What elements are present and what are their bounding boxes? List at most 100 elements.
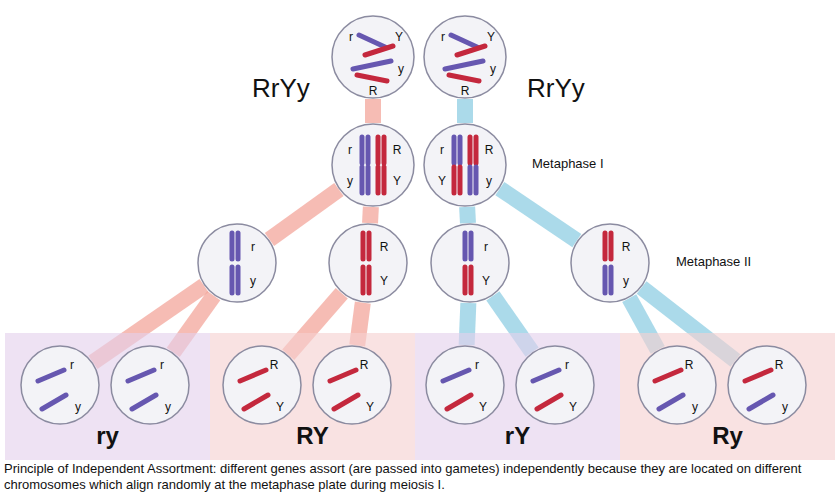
allele-label: R: [393, 144, 402, 156]
allele-label: r: [349, 31, 353, 43]
allele-label: y: [75, 401, 81, 413]
gamete-genotype: rY: [505, 424, 530, 448]
cell-outline: [425, 345, 505, 425]
chromosome: [463, 267, 468, 293]
figure-caption: Principle of Independent Assortment: dif…: [4, 461, 838, 492]
cell-circle: Ry: [637, 345, 717, 425]
allele-label: y: [486, 175, 492, 187]
gamete-band: RyRyRy: [620, 333, 835, 460]
chromosome: [609, 233, 614, 259]
chromosome: [749, 395, 773, 409]
allele-label: r: [70, 359, 74, 371]
chromosome: [452, 137, 457, 163]
chromosome: [360, 137, 365, 163]
chromosome: [367, 233, 372, 259]
chromosome: [655, 370, 681, 381]
stage-label: Metaphase II: [676, 254, 751, 269]
cell-membrane: [424, 16, 506, 98]
allele-label: r: [160, 359, 164, 371]
chromosome: [330, 370, 356, 381]
chromosome: [359, 35, 385, 47]
cell-circle: rRYy: [423, 123, 507, 207]
allele-label: Y: [380, 275, 388, 287]
cell-circle: RY: [312, 345, 392, 425]
cell-circle: RrYyrYyR: [423, 15, 507, 99]
chromosome: [376, 137, 381, 163]
lineage-band: [269, 190, 338, 240]
chromosome: [659, 395, 683, 409]
cell-circle: rY: [425, 345, 505, 425]
lineage-band: [365, 99, 381, 123]
chromosome: [443, 370, 469, 381]
cell-outline: [20, 345, 100, 425]
cell-outline: [110, 345, 190, 425]
chromosome: [42, 395, 66, 409]
cell-circle: rY: [430, 223, 510, 303]
allele-label: R: [461, 85, 470, 97]
cell-outline: [423, 123, 507, 207]
chromosome: [240, 370, 266, 381]
gamete-genotype: Ry: [712, 424, 743, 448]
lineage-band: [457, 99, 473, 123]
cell-outline: [637, 345, 717, 425]
chromosome: [463, 233, 468, 259]
allele-label: y: [347, 175, 353, 187]
chromosome: [360, 167, 365, 193]
chromosome: [533, 370, 559, 381]
cell-circle: RrYyrYyR: [331, 15, 415, 99]
cell-circle: ry: [110, 345, 190, 425]
chromosome: [537, 395, 561, 409]
allele-label: Y: [276, 401, 284, 413]
cell-outline: [515, 345, 595, 425]
chromosome: [469, 267, 474, 293]
cell-circle: RY: [328, 223, 408, 303]
cell-outline: [727, 345, 807, 425]
allele-label: R: [775, 359, 784, 371]
chromosome: [603, 267, 608, 293]
allele-label: y: [250, 275, 256, 287]
cell-membrane: [21, 346, 99, 424]
allele-label: r: [348, 144, 352, 156]
allele-label: R: [380, 241, 389, 253]
chromosome: [745, 370, 771, 381]
allele-label: R: [369, 85, 378, 97]
cell-membrane: [313, 346, 391, 424]
stage-label: Metaphase I: [532, 156, 604, 171]
cell-membrane: [638, 346, 716, 424]
gamete-genotype: ry: [96, 424, 119, 448]
cell-circle: ry: [20, 345, 100, 425]
chromosome: [236, 233, 241, 259]
chromosome: [230, 267, 235, 293]
gamete-band: ryryry: [5, 333, 210, 460]
cell-circle: ry: [197, 223, 277, 303]
gamete-band: RYRYRY: [210, 333, 415, 460]
chromosome: [357, 75, 387, 81]
chromosome: [603, 233, 608, 259]
cell-outline: [328, 223, 408, 303]
cell-circle: rY: [515, 345, 595, 425]
allele-label: r: [441, 31, 445, 43]
lineage-band: [362, 207, 379, 223]
chromosome: [334, 395, 358, 409]
allele-label: Y: [569, 401, 577, 413]
chromosome: [38, 370, 64, 381]
allele-label: y: [692, 401, 698, 413]
chromosome: [468, 167, 473, 193]
chromosome: [382, 167, 387, 193]
cell-membrane: [728, 346, 806, 424]
chromosome: [447, 395, 471, 409]
genotype-heading: RrYy: [527, 75, 585, 101]
gamete-genotype: RY: [296, 424, 328, 448]
cell-membrane: [329, 224, 407, 302]
chromosome: [609, 267, 614, 293]
cell-circle: rRyY: [331, 123, 415, 207]
chromosome: [469, 233, 474, 259]
allele-label: Y: [366, 401, 374, 413]
chromosome: [367, 267, 372, 293]
cell-membrane: [431, 224, 509, 302]
allele-label: Y: [487, 31, 495, 43]
chromosome: [474, 137, 479, 163]
cell-membrane: [426, 346, 504, 424]
genotype-heading: RrYy: [252, 75, 310, 101]
allele-label: Y: [482, 275, 490, 287]
